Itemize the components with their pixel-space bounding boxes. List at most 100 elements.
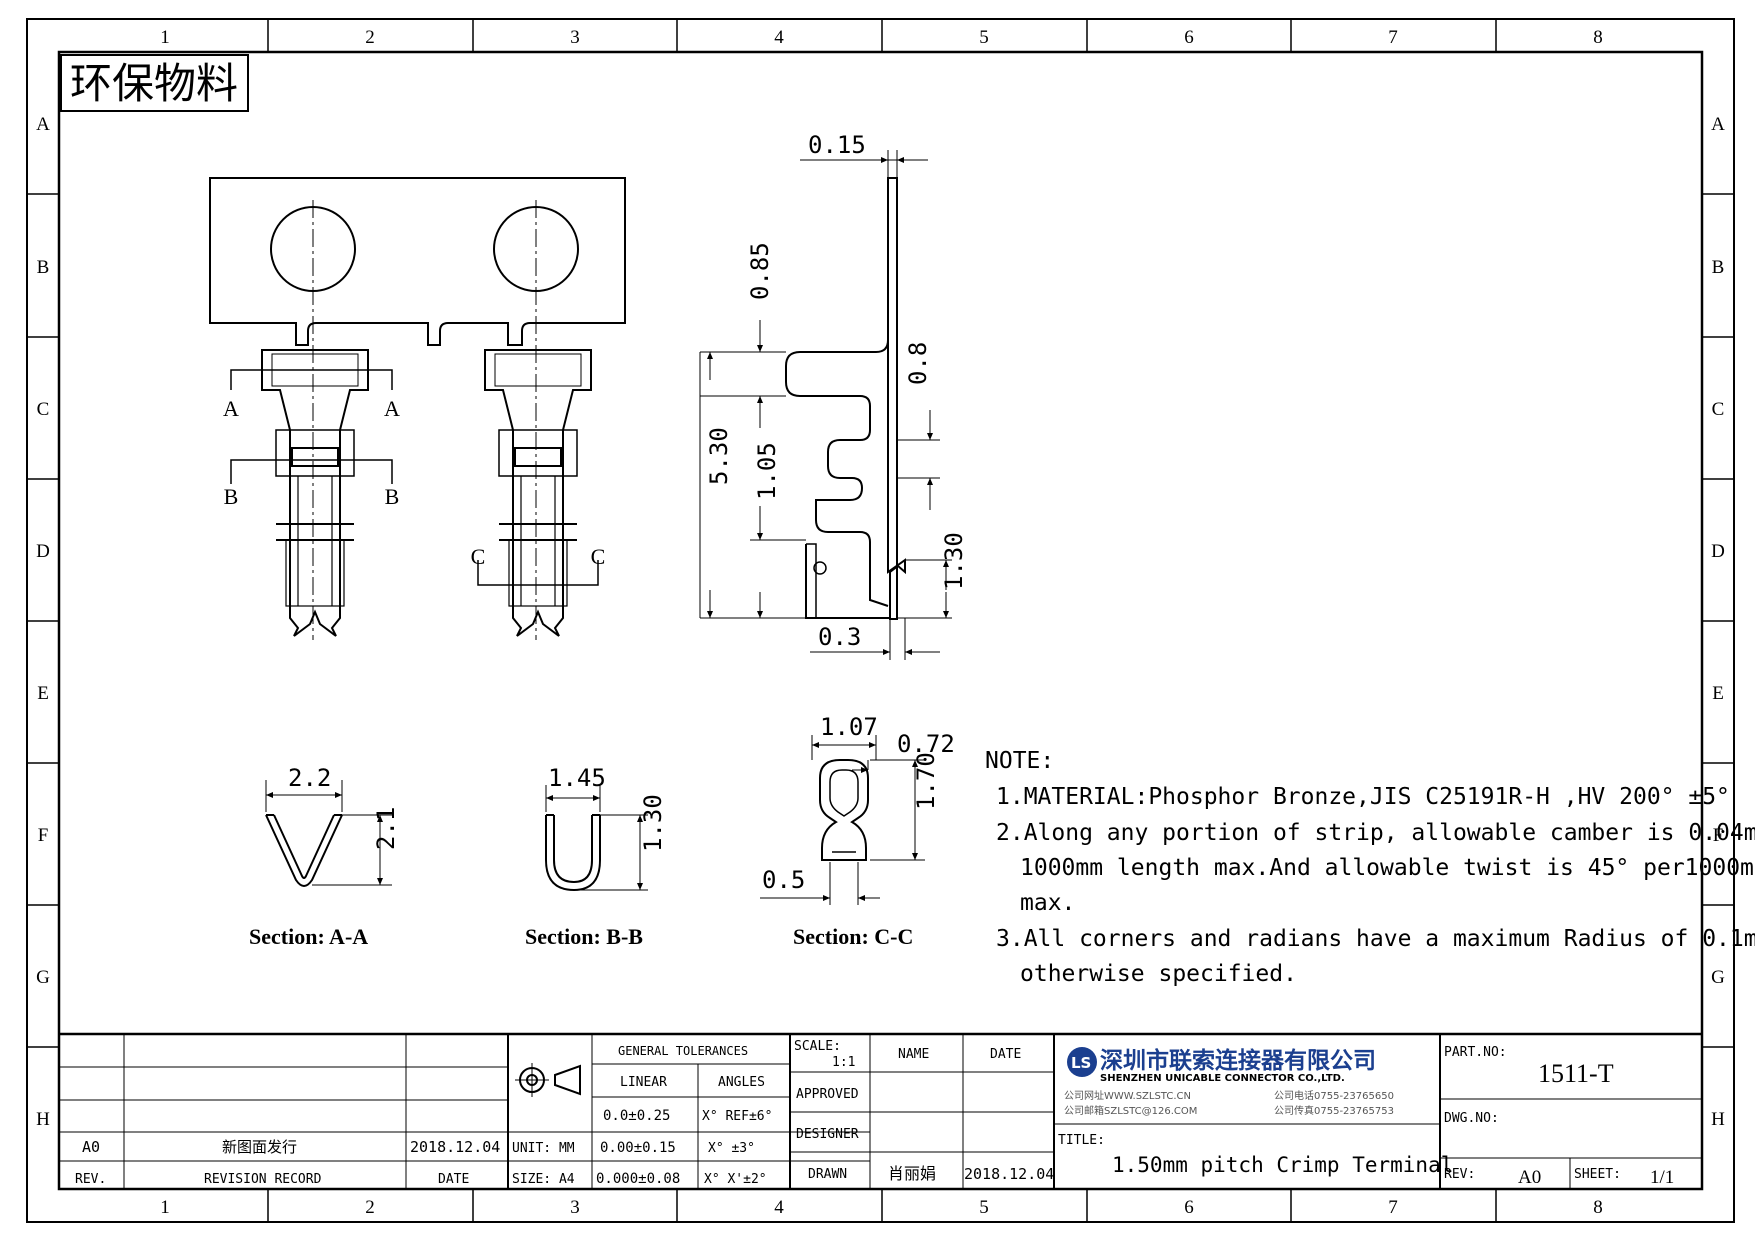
dim-130: 1.30 — [940, 532, 968, 590]
cut-label-a-left: A — [223, 396, 239, 421]
zone-row: D — [36, 541, 50, 562]
eco-stamp-text: 环保物料 — [70, 62, 238, 108]
scale-value: 1:1 — [832, 1055, 855, 1070]
company-web: 公司网址WWW.SZLSTC.CN — [1064, 1089, 1191, 1102]
dim-530: 5.30 — [705, 427, 733, 485]
dim-cc-slot: 0.72 — [897, 730, 955, 758]
dim-03: 0.3 — [818, 623, 861, 651]
dwg-no-label: DWG.NO: — [1444, 1111, 1499, 1126]
zone-row: G — [1711, 967, 1725, 988]
drawn-label: DRAWN — [808, 1167, 847, 1182]
zone-row: F — [1713, 825, 1724, 846]
revision-record-header: REVISION RECORD — [204, 1172, 322, 1187]
zone-row: A — [1711, 114, 1725, 135]
part-no-value: 1511-T — [1538, 1059, 1614, 1088]
section-cut-labels: A A B B C C — [223, 396, 605, 569]
revision-record-value: 新图面发行 — [222, 1138, 297, 1156]
drawing-title: 1.50mm pitch Crimp Terminal — [1112, 1153, 1453, 1177]
company-name-en: SHENZHEN UNICABLE CONNECTOR CO.,LTD. — [1100, 1073, 1345, 1084]
zone-row: A — [36, 114, 50, 135]
dim-bb-height: 1.30 — [639, 794, 667, 852]
dim-cc-height: 1.70 — [912, 752, 940, 810]
zone-row: G — [36, 967, 50, 988]
zone-col: 3 — [570, 27, 580, 48]
company-tel: 公司电话0755-23765650 — [1274, 1089, 1394, 1102]
note-line: 1.MATERIAL:Phosphor Bronze,JIS C25191R-H… — [996, 784, 1730, 810]
cut-label-b-left: B — [224, 484, 239, 509]
cut-label-c-right: C — [591, 544, 606, 569]
angle-tol-1: X° REF±6° — [702, 1109, 772, 1124]
section-title-bb: Section: B-B — [525, 924, 643, 949]
designer-label: DESIGNER — [796, 1127, 859, 1142]
zone-row: D — [1711, 541, 1725, 562]
zone-row: E — [37, 683, 49, 704]
zone-row: F — [38, 825, 49, 846]
section-titles: Section: A-A Section: B-B Section: C-C — [249, 924, 913, 949]
dim-bb-width: 1.45 — [548, 764, 606, 792]
zone-col: 7 — [1388, 1197, 1398, 1218]
note-line: otherwise specified. — [1020, 961, 1297, 987]
part-no-label: PART.NO: — [1444, 1045, 1507, 1060]
zone-col: 7 — [1388, 27, 1398, 48]
size-label: SIZE: A4 — [512, 1172, 575, 1187]
zone-col: 8 — [1593, 27, 1603, 48]
company-name-cn: 深圳市联索连接器有限公司 — [1100, 1047, 1376, 1074]
section-dimensions: 2.2 2.1 1.45 1.30 1.07 0.72 1.70 0.5 — [288, 713, 955, 894]
rev-header: REV. — [75, 1172, 106, 1187]
zone-row: B — [37, 257, 50, 278]
projection-symbol-icon — [515, 1063, 581, 1097]
title-block-text: A0 新图面发行 2018.12.04 REV. REVISION RECORD… — [75, 1039, 1674, 1188]
front-view — [209, 177, 626, 640]
note-line: 3.All corners and radians have a maximum… — [996, 926, 1755, 952]
zone-col: 8 — [1593, 1197, 1603, 1218]
linear-tol-1: 0.0±0.25 — [603, 1108, 670, 1124]
zone-row: B — [1712, 257, 1725, 278]
zone-labels: 1 2 3 4 5 6 7 8 1 2 3 4 5 6 7 8 A B C D … — [36, 27, 1725, 1218]
side-view — [699, 150, 952, 660]
zone-col: 5 — [979, 27, 989, 48]
company-fax: 公司传真0755-23765753 — [1274, 1104, 1394, 1117]
dim-105: 1.05 — [753, 442, 781, 500]
dim-aa-width: 2.2 — [288, 764, 331, 792]
scale-label: SCALE: — [794, 1039, 841, 1054]
angle-tol-3: X° X'±2° — [704, 1172, 767, 1187]
rev-value-block: A0 — [1518, 1167, 1541, 1188]
dim-thickness: 0.15 — [808, 131, 866, 159]
drawn-name: 肖丽娟 — [888, 1164, 936, 1183]
zone-row: C — [1712, 399, 1725, 420]
linear-tol-2: 0.00±0.15 — [600, 1140, 676, 1156]
zone-col: 2 — [365, 1197, 375, 1218]
company-logo-icon: LS — [1067, 1047, 1097, 1077]
rev-value: A0 — [82, 1138, 100, 1156]
eco-stamp: 环保物料 — [60, 54, 249, 112]
angle-tol-2: X° ±3° — [708, 1141, 755, 1156]
zone-row: E — [1712, 683, 1724, 704]
date-header: DATE — [438, 1172, 469, 1187]
dim-08: 0.8 — [904, 342, 932, 385]
title-label: TITLE: — [1058, 1133, 1105, 1148]
dim-cc-width: 1.07 — [820, 713, 878, 741]
note-line: max. — [1020, 890, 1075, 916]
name-header: NAME — [898, 1047, 929, 1062]
angles-header: ANGLES — [718, 1075, 765, 1090]
side-view-dimensions: 0.15 0.85 0.8 5.30 1.05 1.30 0.3 — [705, 131, 968, 651]
dim-085: 0.85 — [746, 242, 774, 300]
company-mail: 公司邮箱SZLSTC@126.COM — [1064, 1104, 1197, 1117]
zone-col: 6 — [1184, 27, 1194, 48]
border-frame — [26, 18, 1735, 1223]
approved-label: APPROVED — [796, 1087, 859, 1102]
dim-aa-height: 2.1 — [372, 807, 400, 850]
sheet-value: 1/1 — [1650, 1167, 1674, 1188]
zone-col: 2 — [365, 27, 375, 48]
company-logo-text: LS — [1071, 1054, 1091, 1072]
note-line: 1000mm length max.And allowable twist is… — [1020, 855, 1755, 881]
title-block — [59, 1032, 1702, 1189]
section-views — [265, 735, 925, 905]
zone-col: 1 — [160, 1197, 170, 1218]
revision-date-value: 2018.12.04 — [410, 1138, 500, 1156]
tolerances-header: GENERAL TOLERANCES — [618, 1044, 748, 1058]
zone-row: H — [36, 1109, 50, 1130]
zone-col: 4 — [774, 1197, 784, 1218]
cut-label-b-right: B — [385, 484, 400, 509]
linear-header: LINEAR — [620, 1075, 667, 1090]
